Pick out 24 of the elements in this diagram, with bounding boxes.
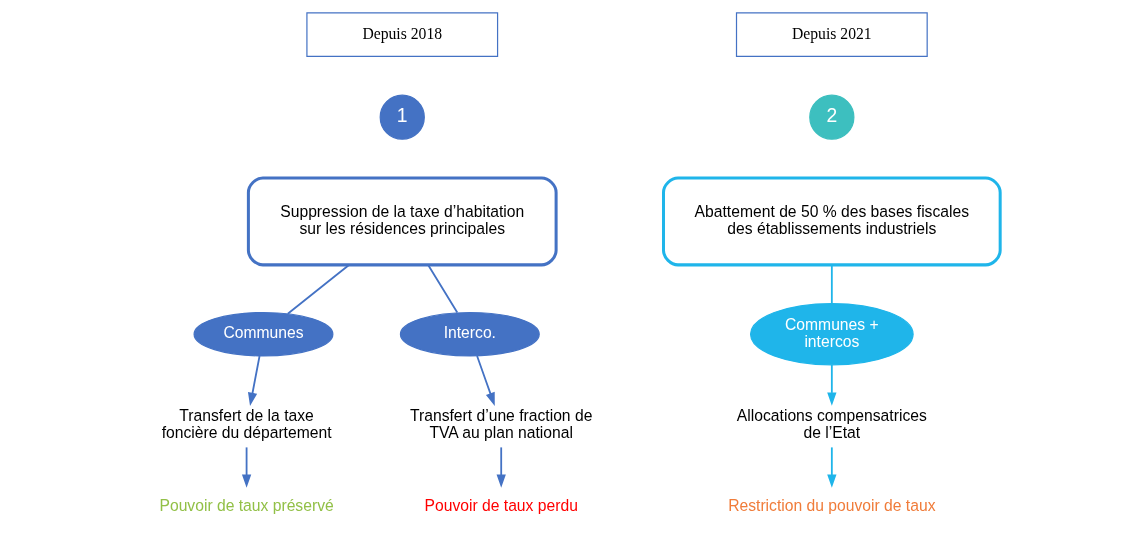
arrow [827, 364, 837, 406]
node-box: Suppression de la taxe d’habitation sur les résidences principales [246, 176, 558, 267]
arrow [241, 446, 252, 488]
node-text: Transfert d’une fraction de TVA au plan national [410, 406, 593, 441]
node-box: Abattement de 50 % des bases fiscales des établissements industriels [662, 176, 1002, 267]
node-text: Pouvoir de taux perdu [424, 497, 578, 515]
node-text: Restriction du pouvoir de taux [728, 497, 936, 515]
node-box: Depuis 2021 [735, 12, 928, 57]
node-text: Allocations compensatrices de l’Etat [736, 406, 927, 441]
node-circle: 2 [809, 94, 855, 140]
node-ellipse: Communes + intercos [749, 302, 914, 366]
node-ellipse: Communes [193, 311, 334, 357]
arrow [827, 446, 837, 488]
arrow [476, 355, 495, 406]
node-text: Transfert de la taxe foncière du département [161, 406, 332, 441]
node-text: Pouvoir de taux préservé [159, 497, 334, 515]
connector [830, 264, 833, 305]
node-ellipse: Interco. [399, 311, 540, 357]
node-box: Depuis 2018 [306, 12, 499, 57]
connector [286, 264, 350, 315]
node-circle: 1 [379, 94, 425, 140]
arrow [496, 446, 506, 488]
connector [427, 264, 459, 314]
arrow [247, 355, 261, 406]
